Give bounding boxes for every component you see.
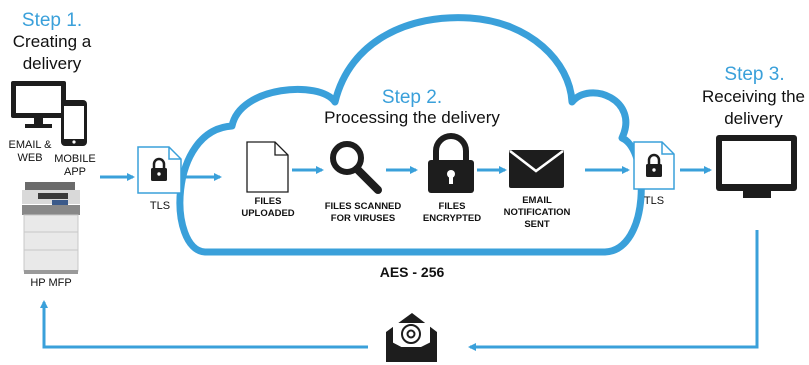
step1-line1: Creating a [12,32,92,51]
hp-mfp-label: HP MFP [30,277,72,289]
magnifier-icon [330,141,382,194]
step2-text: Processing the delivery [324,108,500,127]
padlock-icon [428,133,474,193]
monitor-icon [716,135,797,198]
envelope-icon [509,149,564,188]
step2-label: Step 2. [381,87,443,108]
tls-right-label: TLS [643,195,665,207]
email-web-label: EMAIL &WEB [8,139,52,164]
locked-file-icon-right [633,141,675,190]
locked-file-icon-left [137,146,182,194]
mobile-phone-icon [61,100,87,146]
document-icon [246,141,289,193]
step1-label: Step 1. [21,10,83,31]
step1-line2: delivery [22,54,82,73]
step3-line1: Receiving the [701,87,805,106]
step3-line2: delivery [724,109,783,128]
encryption-label: AES - 256 [379,264,445,280]
cloud-outline [176,14,645,256]
printer-mfp-icon [22,182,80,274]
step3-label: Step 3. [724,64,785,85]
desktop-monitor-icon [11,81,66,128]
arrow-return-left [40,300,368,349]
tls-left-label: TLS [149,200,171,212]
email-at-envelope-icon [386,313,437,362]
arrow-return-right [468,230,759,351]
